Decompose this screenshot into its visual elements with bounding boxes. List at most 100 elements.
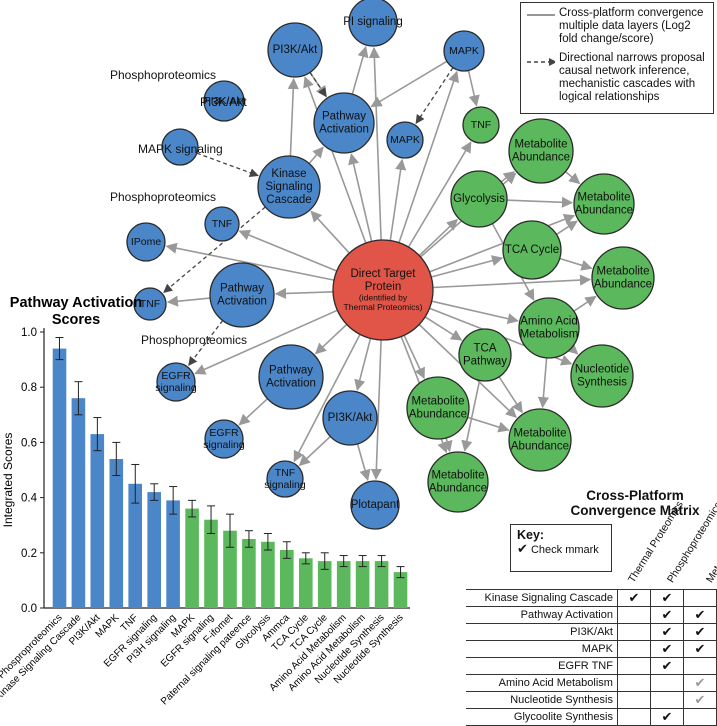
node-circle-egfr-low	[204, 419, 244, 459]
node-label-pathway-left: Activation	[217, 296, 267, 308]
node-circle-ipome	[126, 222, 166, 262]
convergence-matrix: Kinase Signaling Cascade✔✔Pathway Activa…	[466, 589, 717, 726]
matrix-row: Glycoolite Synthesis✔	[466, 708, 717, 726]
node-label-kinase: Signaling	[265, 181, 312, 193]
matrix-row-label: PI3K/Akt	[466, 623, 618, 641]
key-text: Check mmark	[530, 544, 599, 556]
edge-pi3k-low-to-tnf-low	[298, 435, 331, 467]
node-circle-met2	[573, 173, 635, 235]
edge-center-to-glycolysis	[418, 218, 459, 257]
matrix-cell	[649, 691, 684, 709]
check-icon: ✔	[682, 606, 717, 624]
node-circle-amino	[518, 297, 580, 359]
check-icon: ✔	[682, 691, 717, 709]
chart-y-tick-label: 0.2	[21, 548, 37, 560]
node-label-egfr-left: EGFR	[161, 370, 191, 382]
bar-13	[299, 558, 313, 608]
matrix-cell	[616, 657, 651, 675]
edge-glycolysis-to-met1	[500, 171, 515, 183]
node-label-kinase: Cascade	[266, 194, 311, 206]
node-label-pi3k-low: PI3K/Akt	[328, 412, 374, 424]
edge-center-to-met3	[432, 274, 592, 289]
node-mapk-top: MAPK	[443, 30, 485, 72]
node-label-met2: Metabolite	[577, 192, 630, 204]
node-label-tnf-far: TNF	[140, 298, 160, 310]
free-label-mapk-signaling: MAPK signaling	[138, 142, 223, 156]
node-circle-mapk-mid	[386, 121, 424, 159]
node-pi3k-small: PI3K/Akt	[203, 80, 245, 122]
legend-solid-text: Cross-platform convergence multiple data…	[559, 7, 704, 45]
node-label-tca2: Pathway	[463, 356, 507, 368]
edge-amino-to-met5	[537, 357, 549, 409]
node-label-amino: Amino Acid	[520, 316, 578, 328]
free-label-phospho-1: Phosphoproteomics	[110, 68, 216, 82]
edge-met4-to-met6	[441, 437, 453, 453]
node-circle-pathway-top	[313, 92, 375, 154]
node-circle-center	[332, 239, 434, 341]
bar-0	[52, 348, 67, 608]
free-label-phospho-3: Phosphoproteomics	[141, 333, 247, 347]
bar-7	[185, 508, 199, 608]
matrix-cell	[682, 657, 717, 675]
node-tnf-left: TNF	[204, 206, 240, 242]
edge-met1-to-met2	[564, 170, 581, 185]
chart-title-line-2: Scores	[52, 312, 100, 328]
node-mapk-sig	[161, 128, 199, 166]
node-label-center: Direct Target	[351, 268, 417, 280]
node-label-met5: Abundance	[511, 441, 569, 453]
node-label-egfr-left: signaling	[155, 382, 197, 394]
bar-1	[71, 398, 86, 608]
edge-center-to-met4	[403, 334, 425, 380]
matrix-row: MAPK✔✔	[466, 640, 717, 658]
node-label-pathway-top: Activation	[319, 124, 369, 136]
matrix-row: EGFR TNF✔	[466, 657, 717, 675]
matrix-cell	[616, 674, 651, 692]
edge-pathway-left-to-tnf-far	[166, 295, 211, 307]
matrix-row-label: Pathway Activation	[466, 606, 618, 624]
edge-center-to-pathway-low	[314, 323, 348, 355]
bar-15	[336, 561, 351, 608]
node-circle-glycolysis	[450, 170, 508, 228]
matrix-row: PI3K/Akt✔✔	[466, 623, 717, 641]
dashed-edge-kinase-to-tnf-far	[163, 206, 266, 293]
matrix-cell	[616, 691, 651, 709]
matrix-row-label: Amino Acid Metabolism	[466, 674, 618, 692]
legend-solid-line-icon	[527, 14, 555, 16]
node-circle-egfr-left	[156, 362, 196, 402]
matrix-cell	[616, 623, 651, 641]
node-label-kinase: Kinase	[271, 168, 306, 180]
check-icon: ✔	[682, 640, 717, 658]
node-circle-pathway-left	[209, 262, 275, 328]
node-label-met4: Abundance	[409, 409, 467, 421]
legend-dashed-text: Directional narrows proposal causal netw…	[559, 52, 705, 103]
node-circle-met1	[508, 118, 574, 184]
node-circle-tnf-green	[462, 106, 500, 144]
edge-center-to-tnf-green	[407, 141, 472, 248]
node-mapk-mid: MAPK	[386, 121, 424, 159]
edge-mapk-top-to-pathway-top	[370, 60, 448, 108]
node-circle-tnf-left	[204, 206, 240, 242]
edge-center-to-tnf-low	[293, 334, 361, 463]
edge-tca2-to-met6	[461, 380, 481, 452]
bar-3	[109, 459, 124, 608]
node-tnf-far: TNF	[133, 287, 167, 321]
key-entry: ✔ Check mmark	[517, 542, 605, 557]
node-label-pathway-left: Pathway	[220, 283, 264, 295]
node-label-pathway-top: Pathway	[322, 111, 366, 123]
node-label-met6: Metabolite	[431, 470, 484, 482]
node-glycolysis: Glycolysis	[450, 170, 508, 228]
node-label-met3: Metabolite	[596, 266, 649, 278]
check-icon: ✔	[649, 623, 684, 641]
chart-y-tick-label: 0.0	[21, 603, 37, 615]
